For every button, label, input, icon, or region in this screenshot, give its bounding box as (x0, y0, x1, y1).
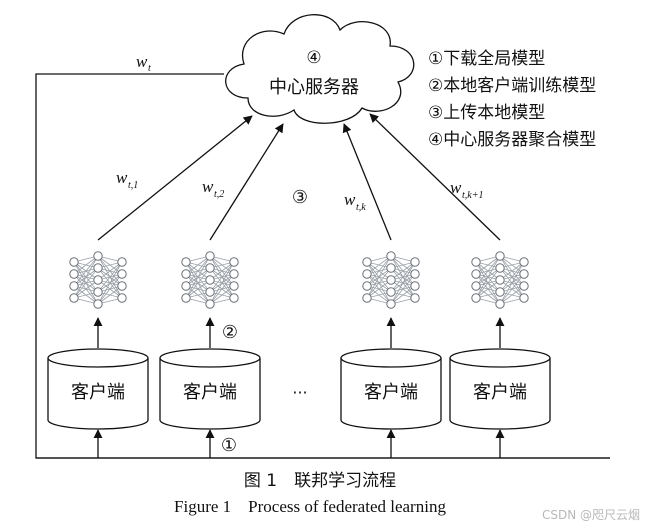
clients: 客户端 客户端 客户端 客户端 (47, 348, 551, 430)
upload-arrows (97, 113, 501, 241)
watermark: CSDN @咫尺云烟 (542, 508, 640, 522)
neural-network-icon (471, 251, 529, 309)
download-step-marker: ① (221, 435, 237, 456)
clients-ellipsis: ··· (292, 383, 307, 402)
caption-cn: 图 1 联邦学习流程 (244, 471, 396, 491)
server-step-marker: ④ (306, 48, 321, 68)
legend: ①下载全局模型 ②本地客户端训练模型 ③上传本地模型 ④中心服务器聚合模型 (428, 49, 596, 150)
upload-weight-1-sub: t,1 (128, 180, 138, 191)
global-weight-main: w (136, 52, 148, 71)
neural-network-icon (69, 251, 127, 309)
server-label: 中心服务器 (269, 77, 359, 98)
upload-weight-labels: w t,1 w t,2 w t,k w t,k+1 (116, 168, 483, 213)
legend-item-upload: ③上传本地模型 (428, 103, 545, 123)
upload-weight-k-sub: t,k (356, 202, 366, 213)
upload-weight-1-main: w (116, 168, 128, 187)
legend-item-download: ①下载全局模型 (428, 49, 545, 69)
upload-weight-k1-sub: t,k+1 (462, 190, 483, 201)
global-model-distribution-path (35, 73, 610, 459)
client-label: 客户端 (183, 382, 237, 403)
upload-weight-2-main: w (202, 177, 214, 196)
client-database-2: 客户端 (159, 348, 261, 430)
upload-weight-2-sub: t,2 (214, 189, 224, 200)
train-step-marker: ② (222, 322, 238, 343)
train-arrows (93, 317, 505, 348)
client-label: 客户端 (473, 382, 527, 403)
upload-weight-k1-main: w (450, 178, 462, 197)
upload-weight-k-main: w (344, 190, 356, 209)
local-models (69, 251, 529, 309)
legend-item-train: ②本地客户端训练模型 (428, 76, 596, 96)
neural-network-icon (362, 251, 420, 309)
central-server-cloud: ④ 中心服务器 (225, 14, 415, 124)
upload-step-marker: ③ (292, 187, 308, 208)
client-database-3: 客户端 (340, 348, 442, 430)
client-database-4: 客户端 (449, 348, 551, 430)
caption-en: Figure 1 Process of federated learning (174, 497, 446, 516)
global-weight-label: w t (136, 52, 151, 74)
global-weight-sub: t (148, 63, 151, 74)
neural-network-icon (181, 251, 239, 309)
client-database-1: 客户端 (47, 348, 149, 430)
client-label: 客户端 (364, 382, 418, 403)
legend-item-aggregate: ④中心服务器聚合模型 (428, 130, 596, 150)
download-marker-bg (216, 432, 242, 454)
client-label: 客户端 (71, 382, 125, 403)
